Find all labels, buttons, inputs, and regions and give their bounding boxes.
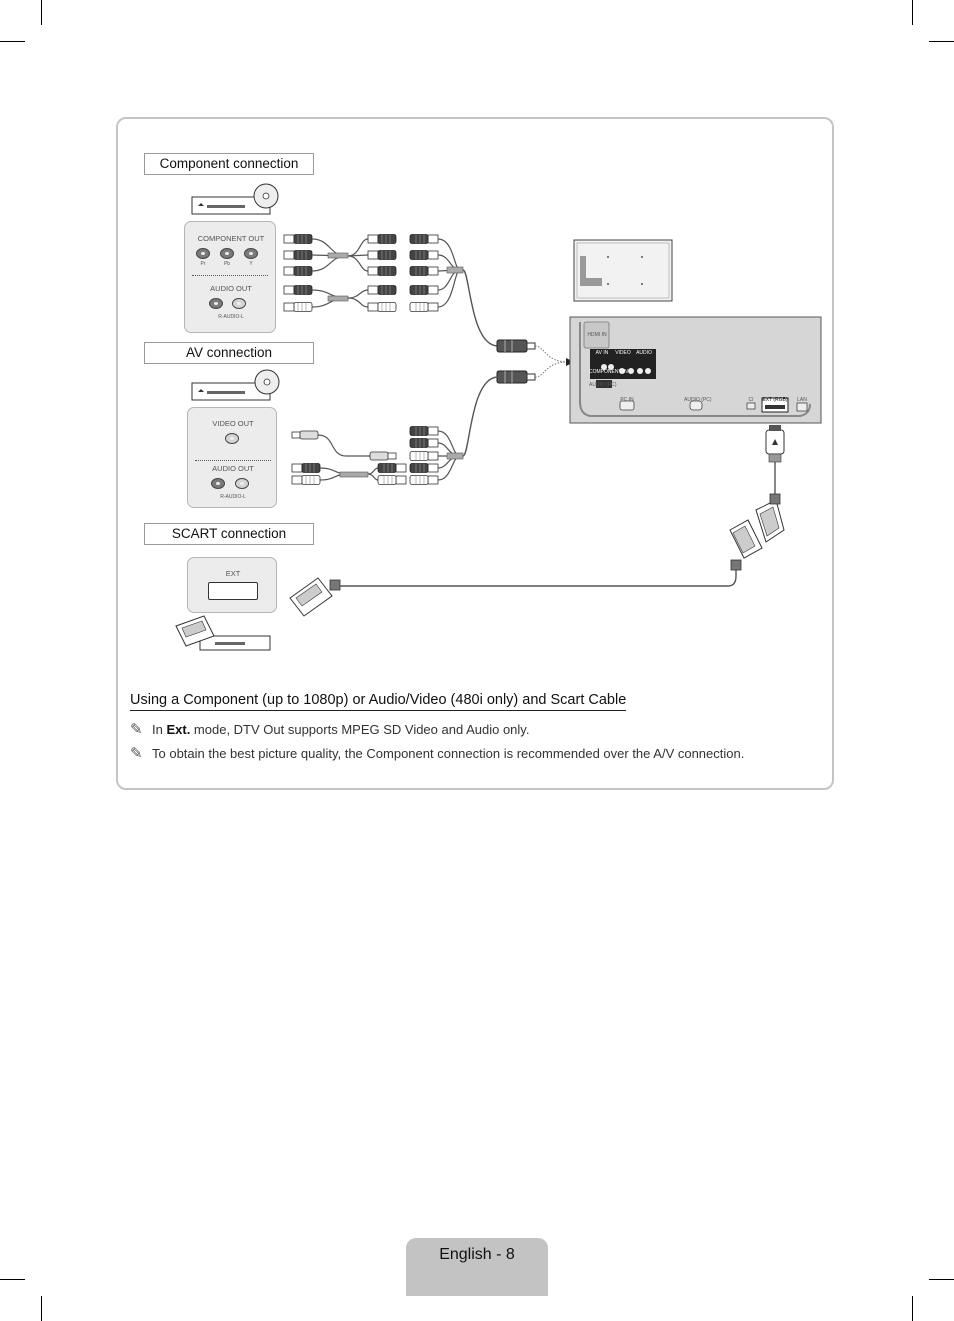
content-frame: [116, 117, 834, 790]
dvd-player-icon: [191, 369, 280, 401]
y-label: Y: [249, 261, 253, 267]
audio-pc-port-label: AUDIO (PC): [684, 397, 712, 403]
crop-mark: [912, 0, 913, 25]
dvd-player-icon: [191, 183, 279, 215]
ci-label: CI: [748, 397, 754, 403]
lan-label: LAN: [797, 397, 807, 403]
pb-label: Pb: [223, 261, 231, 267]
video-label: VIDEO: [615, 350, 631, 356]
note-1-post: mode, DTV Out supports MPEG SD Video and…: [190, 722, 530, 737]
crop-mark: [929, 1279, 954, 1280]
av-adapter-plug: [496, 370, 536, 384]
component-out-title: COMPONENT OUT: [197, 234, 265, 243]
av-audio-out-sub: R-AUDIO-L: [220, 494, 246, 500]
av-audio-out-title: AUDIO OUT: [212, 464, 254, 473]
note-1: ✎ In Ext. mode, DTV Out supports MPEG SD …: [130, 720, 529, 738]
scart-connection-label: SCART connection: [144, 523, 314, 545]
audio-r-jack: [209, 298, 223, 309]
scart-plug-right: [729, 493, 785, 571]
scart-port: [208, 582, 258, 600]
crop-mark: [929, 41, 954, 42]
crop-mark: [41, 0, 42, 25]
ext-title: EXT: [225, 569, 241, 578]
pencil-note-icon: ✎: [130, 745, 143, 762]
audio-pc-label: AUDIO (PC): [589, 382, 617, 388]
tv-back-thumbnail: [573, 239, 673, 302]
note-2-text: To obtain the best picture quality, the …: [152, 746, 745, 761]
crop-mark: [0, 41, 25, 42]
page-number: English - 8: [439, 1246, 515, 1263]
pencil-note-icon: ✎: [130, 721, 143, 738]
crop-mark: [0, 1279, 25, 1280]
note-1-bold: Ext.: [166, 722, 191, 737]
component-out-panel: COMPONENT OUT Pr Pb Y AUDIO OUT R-AUDIO-…: [184, 221, 276, 333]
scart-plug-left: [289, 577, 341, 617]
component-connection-label: Component connection: [144, 153, 314, 175]
ext-rgb-label: EXT (RGB): [762, 397, 788, 403]
video-out-title: VIDEO OUT: [212, 419, 254, 428]
crop-mark: [41, 1296, 42, 1321]
audio-label: AUDIO: [636, 350, 652, 356]
divider: [195, 460, 271, 461]
pr-jack: [196, 248, 210, 259]
pc-in-label: PC IN: [620, 397, 634, 403]
crop-mark: [912, 1296, 913, 1321]
y-jack: [244, 248, 258, 259]
audio-out-title: AUDIO OUT: [210, 284, 252, 293]
video-plug: [369, 451, 397, 461]
component-in-label: COMPONENT IN: [589, 369, 628, 375]
video-jack: [225, 433, 239, 444]
page-number-tab: English - 8: [406, 1238, 548, 1296]
connection-diagram: [175, 183, 822, 651]
audio-l-jack: [232, 298, 246, 309]
av-audio-l-jack: [235, 478, 249, 489]
vcr-player-icon: [175, 615, 271, 651]
pb-jack: [220, 248, 234, 259]
ext-rgb-adapter: [765, 425, 785, 463]
pr-label: Pr: [200, 261, 206, 267]
hdmi-in-label: HDMI IN: [587, 332, 607, 338]
note-2: ✎ To obtain the best picture quality, the…: [130, 744, 744, 762]
ext-scart-panel: EXT: [187, 557, 277, 613]
av-connection-label: AV connection: [144, 342, 314, 364]
section-heading: Using a Component (up to 1080p) or Audio…: [130, 692, 627, 711]
av-in-label: AV IN: [595, 350, 609, 356]
av-audio-r-jack: [211, 478, 225, 489]
component-adapter-plug: [496, 339, 536, 353]
av-out-panel: VIDEO OUT AUDIO OUT R-AUDIO-L: [187, 407, 277, 508]
video-plug: [291, 430, 319, 440]
audio-out-sub: R-AUDIO-L: [218, 314, 244, 320]
divider: [192, 275, 268, 276]
tv-connector-panel: [569, 316, 822, 424]
note-1-pre: In: [152, 722, 167, 737]
